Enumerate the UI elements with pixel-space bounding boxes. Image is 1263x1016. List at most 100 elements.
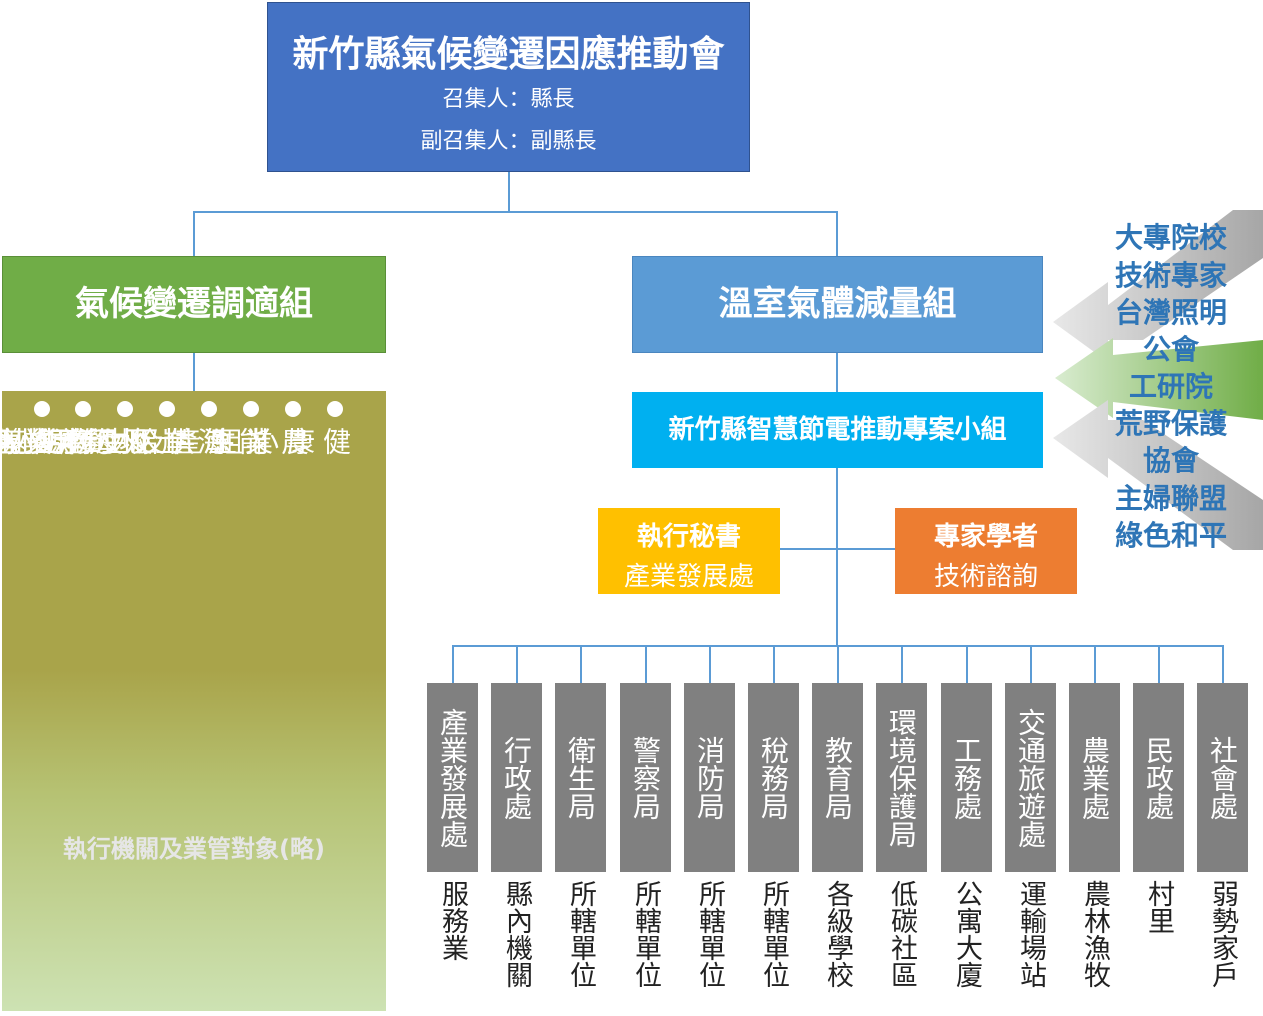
department-name: 消防局 [693, 735, 726, 820]
connector [580, 645, 582, 683]
connector [773, 645, 775, 683]
arrow-left-icon [1053, 210, 1263, 362]
department-target: 服務業 [427, 880, 478, 965]
connector [1094, 645, 1096, 683]
department-box: 產業發展處 [427, 683, 478, 872]
partner-arrows-graphic [1053, 210, 1263, 550]
subgroup-label: 災害整備小組 [0, 427, 59, 455]
connector [836, 468, 838, 646]
department-name: 社會處 [1206, 735, 1239, 820]
department-name: 農業處 [1078, 735, 1111, 820]
bullet-icon [34, 401, 50, 417]
connector [837, 645, 839, 683]
partner-label: 工研院 [1128, 370, 1213, 403]
connector [645, 645, 647, 683]
target-label: 所轄單位 [630, 880, 661, 988]
connector [452, 645, 454, 683]
target-label: 所轄單位 [758, 880, 789, 988]
subgroup-label: 海岸及海洋小組 [0, 427, 226, 455]
department-target: 各級學校 [812, 880, 863, 992]
target-label: 公寓大廈 [951, 880, 982, 988]
subgroup-label: 水資源小組 [1, 427, 142, 455]
department-target: 所轄單位 [620, 880, 671, 992]
department-target: 公寓大廈 [941, 880, 992, 992]
department-name: 工務處 [950, 735, 983, 820]
department-target: 農林漁牧 [1069, 880, 1120, 992]
department-target: 村里 [1133, 880, 1184, 938]
connector [516, 645, 518, 683]
department-box: 消防局 [684, 683, 735, 872]
bullet-icon [285, 401, 301, 417]
department-box: 工務處 [941, 683, 992, 872]
department-box: 社會處 [1197, 683, 1248, 872]
subgroup-label: 農業生產及生物多樣性 [0, 427, 310, 455]
experts-role: 技術諮詢 [933, 562, 1038, 592]
target-label: 所轄單位 [694, 880, 725, 988]
panel-footnote: 執行機關及業管對象(略) [63, 835, 325, 863]
bullet-icon [159, 401, 175, 417]
connector [1222, 645, 1224, 683]
department-name: 產業發展處 [436, 707, 469, 848]
department-name: 警察局 [629, 735, 662, 820]
subgroup-label: 土地利用小組 [0, 427, 184, 455]
department-target: 縣內機關 [491, 880, 542, 992]
connector [901, 645, 903, 683]
department-target: 弱勢家戶 [1197, 880, 1248, 992]
connector [1158, 645, 1160, 683]
partner-label: 公會 [1142, 333, 1199, 366]
connector [836, 211, 838, 256]
department-name: 教育局 [821, 735, 854, 820]
arrow-left-icon [1053, 400, 1263, 550]
department-box: 警察局 [620, 683, 671, 872]
target-label: 各級學校 [822, 880, 853, 988]
experts-title: 專家學者 [933, 522, 1038, 552]
connector [709, 645, 711, 683]
department-box: 民政處 [1133, 683, 1184, 872]
department-box: 稅務局 [748, 683, 799, 872]
target-label: 服務業 [437, 880, 468, 961]
department-name: 衛生局 [564, 735, 597, 820]
department-target: 所轄單位 [748, 880, 799, 992]
committee-box: 新竹縣氣候變遷因應推動會 召集人：縣長 副召集人：副縣長 [267, 2, 750, 172]
partner-label: 綠色和平 [1114, 519, 1227, 552]
connector [193, 211, 195, 256]
connector [1030, 645, 1032, 683]
department-box: 交通旅遊處 [1005, 683, 1056, 872]
department-target: 運輸場站 [1005, 880, 1056, 992]
partner-label: 荒野保護 [1114, 407, 1227, 440]
arrow-left-icon [1055, 338, 1263, 420]
target-label: 所轄單位 [565, 880, 596, 988]
target-label: 弱勢家戶 [1207, 880, 1238, 988]
bullet-icon [201, 401, 217, 417]
department-target: 低碳社區 [876, 880, 927, 992]
connector [966, 645, 968, 683]
department-box: 行政處 [491, 683, 542, 872]
partners-panel: 大專院校 技術專家 台灣照明 公會 工研院 荒野保護 協會 主婦聯盟 綠色和平 [1053, 210, 1263, 555]
target-label: 低碳社區 [886, 880, 917, 988]
department-target: 所轄單位 [555, 880, 606, 992]
partner-label: 技術專家 [1114, 259, 1227, 292]
bullet-icon [117, 401, 133, 417]
energy-project-box: 新竹縣智慧節電推動專案小組 [632, 392, 1043, 468]
subgroup-label: 維生基礎設施小組 [0, 427, 100, 455]
target-label: 運輸場站 [1015, 880, 1046, 988]
subgroup-label: 能源供給及產業小組 [0, 427, 268, 455]
bullet-icon [75, 401, 91, 417]
subgroup-label: 健康小組 [211, 427, 352, 455]
department-box: 衛生局 [555, 683, 606, 872]
target-label: 農林漁牧 [1079, 880, 1110, 988]
partner-label: 大專院校 [1114, 221, 1227, 254]
bullet-icon [327, 401, 343, 417]
convener-text: 召集人：縣長 [442, 87, 575, 112]
department-name: 民政處 [1142, 735, 1175, 820]
target-label: 村里 [1143, 880, 1174, 934]
connector [780, 548, 895, 550]
department-name: 環境保護局 [885, 707, 918, 848]
department-box: 農業處 [1069, 683, 1120, 872]
secretary-box: 執行秘書 產業發展處 [598, 508, 780, 594]
committee-title: 新竹縣氣候變遷因應推動會 [292, 34, 725, 75]
department-name: 交通旅遊處 [1014, 707, 1047, 848]
department-box: 環境保護局 [876, 683, 927, 872]
secretary-unit: 產業發展處 [623, 562, 754, 592]
connector [508, 172, 510, 212]
